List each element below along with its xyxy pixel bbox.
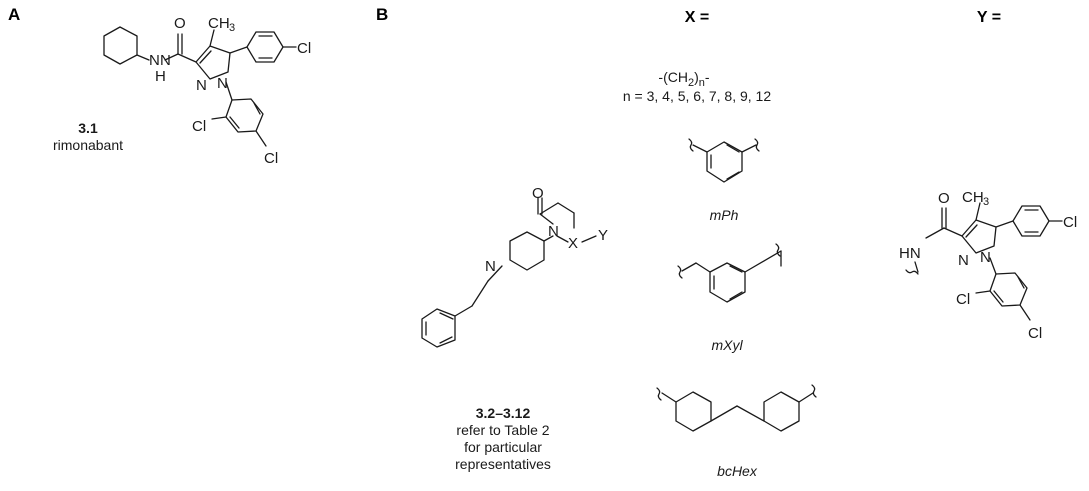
atom-methyl-subscript: 3 xyxy=(983,196,989,208)
atom-cl: Cl xyxy=(192,118,206,135)
y-substituent-structure xyxy=(905,202,1063,321)
bchex-linker-structure xyxy=(656,384,817,432)
rimonabant-structure xyxy=(103,26,297,147)
atom-hn: HN xyxy=(899,245,921,262)
atom-ch: CH xyxy=(208,15,230,32)
atom-n: N xyxy=(149,52,160,69)
atom-o: O xyxy=(532,185,544,202)
atom-o: O xyxy=(938,190,950,207)
atom-n: N xyxy=(196,77,207,94)
atom-cl: Cl xyxy=(956,291,970,308)
mph-linker-structure xyxy=(688,138,760,183)
atom-n: N xyxy=(958,252,969,269)
atom-o: O xyxy=(174,15,186,32)
atom-h: H xyxy=(155,68,166,85)
mph-label: mPh xyxy=(710,207,739,223)
atom-y: Y xyxy=(598,227,608,244)
general-scaffold-structure xyxy=(421,197,597,348)
panel-b-label: B xyxy=(376,5,388,24)
bchex-label: bcHex xyxy=(717,463,758,479)
atom-cl: Cl xyxy=(264,150,278,167)
compound-name: rimonabant xyxy=(53,137,123,153)
y-header: Y = xyxy=(977,9,1001,26)
atom-ch: CH xyxy=(962,189,984,206)
atom-cl: Cl xyxy=(297,40,311,57)
compound-note-line-3: representatives xyxy=(455,456,551,472)
alkyl-linker-formula: -(CH2)n- xyxy=(658,69,709,89)
mxyl-linker-structure xyxy=(677,243,782,303)
compound-range: 3.2–3.12 xyxy=(476,405,531,421)
atom-n: N xyxy=(980,249,991,266)
atom-n: N xyxy=(485,258,496,275)
atom-cl: Cl xyxy=(1063,214,1077,231)
compound-note-line-2: for particular xyxy=(464,439,542,455)
atom-n: N xyxy=(160,52,171,69)
atom-methyl-subscript: 3 xyxy=(229,22,235,34)
atom-n: N xyxy=(548,223,559,240)
atom-n: N xyxy=(217,75,228,92)
alkyl-linker-n-values: n = 3, 4, 5, 6, 7, 8, 9, 12 xyxy=(623,88,771,104)
compound-note-line-1: refer to Table 2 xyxy=(456,422,549,438)
panel-a-label: A xyxy=(8,5,20,24)
mxyl-label: mXyl xyxy=(711,337,743,353)
compound-number: 3.1 xyxy=(78,120,98,136)
atom-x: X xyxy=(568,235,578,252)
atom-cl: Cl xyxy=(1028,325,1042,342)
x-header: X = xyxy=(685,9,709,26)
